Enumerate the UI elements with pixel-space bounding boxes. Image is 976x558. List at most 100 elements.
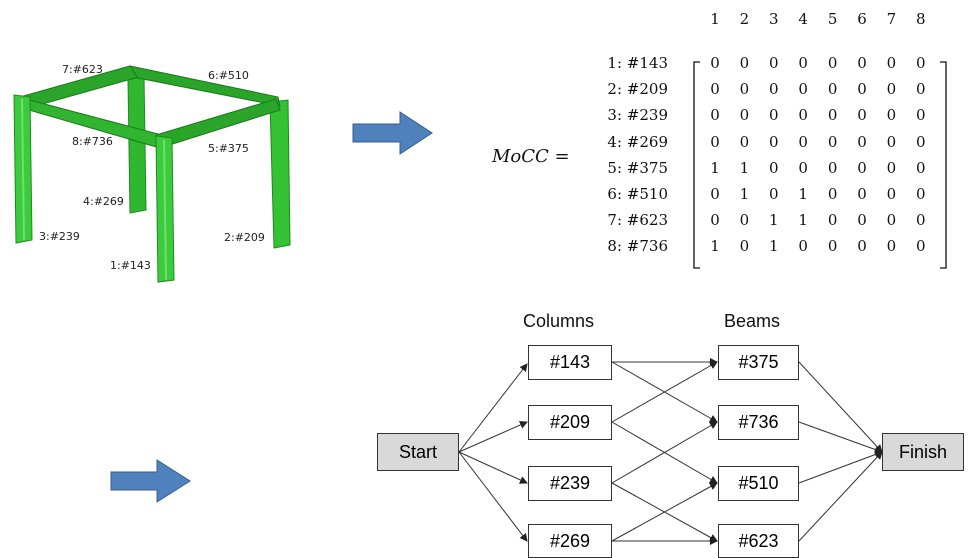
beam-node: #623 (718, 524, 799, 558)
matrix-cell: 0 (886, 132, 897, 151)
column-node: #143 (528, 345, 612, 380)
matrix-cell: 0 (739, 106, 750, 125)
matrix-left-bracket (693, 61, 700, 269)
frame-beam-5 (155, 98, 281, 149)
matrix-cell: 0 (857, 106, 867, 125)
matrix-cell: 0 (857, 158, 867, 177)
frame-beam-6 (128, 65, 281, 107)
matrix-cell: 0 (857, 237, 867, 256)
matrix-cell: 1 (710, 158, 720, 177)
frame-column-4 (127, 75, 147, 214)
matrix-cell: 1 (710, 237, 720, 256)
matrix-cell: 0 (710, 211, 720, 230)
matrix-cell: 0 (739, 80, 750, 99)
matrix-cell: 0 (710, 80, 720, 99)
matrix-cell: 0 (916, 54, 926, 72)
matrix-column-header: 6 (857, 10, 867, 28)
matrix-cell: 1 (769, 211, 779, 230)
matrix-cell: 0 (739, 54, 750, 72)
matrix-row-label: 8: #736 (607, 237, 668, 256)
matrix-cell: 0 (886, 185, 897, 203)
matrix-cell: 0 (769, 158, 779, 177)
matrix-column-header: 1 (710, 10, 720, 28)
matrix-cell: 0 (857, 80, 867, 99)
matrix-column-header: 2 (739, 10, 750, 28)
matrix-cell: 0 (827, 185, 838, 203)
frame-label: 3:#239 (39, 230, 80, 243)
beams-header: Beams (724, 311, 781, 331)
matrix-cell: 1 (798, 185, 808, 203)
matrix-cell: 1 (798, 211, 808, 230)
matrix-cell: 0 (827, 211, 838, 230)
matrix-cell: 0 (710, 185, 720, 203)
matrix-row-label: 6: #510 (607, 185, 668, 203)
matrix-cell: 0 (916, 211, 926, 230)
matrix-row-label: 2: #209 (607, 80, 668, 99)
matrix-cell: 0 (886, 211, 897, 230)
matrix-cell: 0 (916, 185, 926, 203)
matrix-row-label: 4: #269 (607, 132, 668, 151)
matrix-cell: 0 (739, 211, 750, 230)
matrix-cell: 0 (769, 106, 779, 125)
matrix-cell: 0 (798, 54, 808, 72)
matrix-cell: 0 (827, 158, 838, 177)
matrix-column-header: 7 (886, 10, 897, 28)
matrix-cell: 0 (769, 132, 779, 151)
frame-label: 5:#375 (208, 142, 249, 155)
frame-label: 1:#143 (110, 259, 151, 272)
matrix-cell: 0 (710, 54, 720, 72)
matrix-cell: 0 (857, 185, 867, 203)
frame-column-2 (269, 99, 291, 249)
matrix-cell: 0 (798, 237, 808, 256)
matrix-cell: 0 (886, 54, 897, 72)
arrow-right-icon (352, 111, 433, 155)
matrix-right-bracket (940, 61, 947, 269)
frame-label: 2:#209 (224, 231, 265, 244)
matrix-cell: 0 (827, 80, 838, 99)
matrix-row-label: 5: #375 (607, 158, 668, 177)
matrix-row-label: 1: #143 (607, 54, 668, 72)
network-edges (458, 358, 883, 545)
matrix-cell: 0 (769, 185, 779, 203)
matrix-cell: 1 (769, 237, 779, 256)
finish-node: Finish (882, 433, 964, 471)
matrix-column-header: 5 (827, 10, 838, 28)
column-node: #239 (528, 466, 612, 501)
matrix-cell: 0 (886, 80, 897, 99)
columns-header: Columns (523, 311, 595, 331)
matrix-cell: 0 (710, 106, 720, 125)
beam-node: #510 (718, 466, 799, 501)
matrix-cell: 0 (916, 106, 926, 125)
matrix-cell: 0 (886, 237, 897, 256)
frame-label: 7:#623 (62, 63, 103, 76)
matrix-cell: 0 (739, 132, 750, 151)
matrix-cell: 0 (827, 132, 838, 151)
frame-label: 4:#269 (83, 195, 124, 208)
matrix-cell: 0 (857, 54, 867, 72)
matrix-cell: 0 (827, 54, 838, 72)
matrix-cell: 0 (798, 158, 808, 177)
matrix-cell: 0 (857, 132, 867, 151)
frame-label: 6:#510 (208, 69, 249, 82)
beam-node: #375 (718, 345, 799, 380)
matrix-cell: 0 (769, 80, 779, 99)
matrix-cell: 0 (916, 237, 926, 256)
matrix-cell: 0 (916, 80, 926, 99)
matrix-column-header: 4 (798, 10, 808, 28)
matrix-cell: 0 (827, 106, 838, 125)
matrix-name: MoCC = (492, 146, 570, 167)
matrix-cell: 0 (916, 132, 926, 151)
column-node: #269 (528, 524, 612, 558)
arrow-right-icon (110, 459, 191, 503)
matrix-cell: 0 (857, 211, 867, 230)
matrix-column-header: 8 (916, 10, 926, 28)
start-node: Start (377, 433, 459, 471)
frame-label: 8:#736 (72, 135, 113, 148)
matrix-column-header: 3 (769, 10, 779, 28)
matrix-cell: 1 (739, 158, 750, 177)
matrix-row-label: 3: #239 (607, 106, 668, 125)
matrix-cell: 0 (827, 237, 838, 256)
beam-node: #736 (718, 405, 799, 440)
matrix-cell: 0 (769, 54, 779, 72)
